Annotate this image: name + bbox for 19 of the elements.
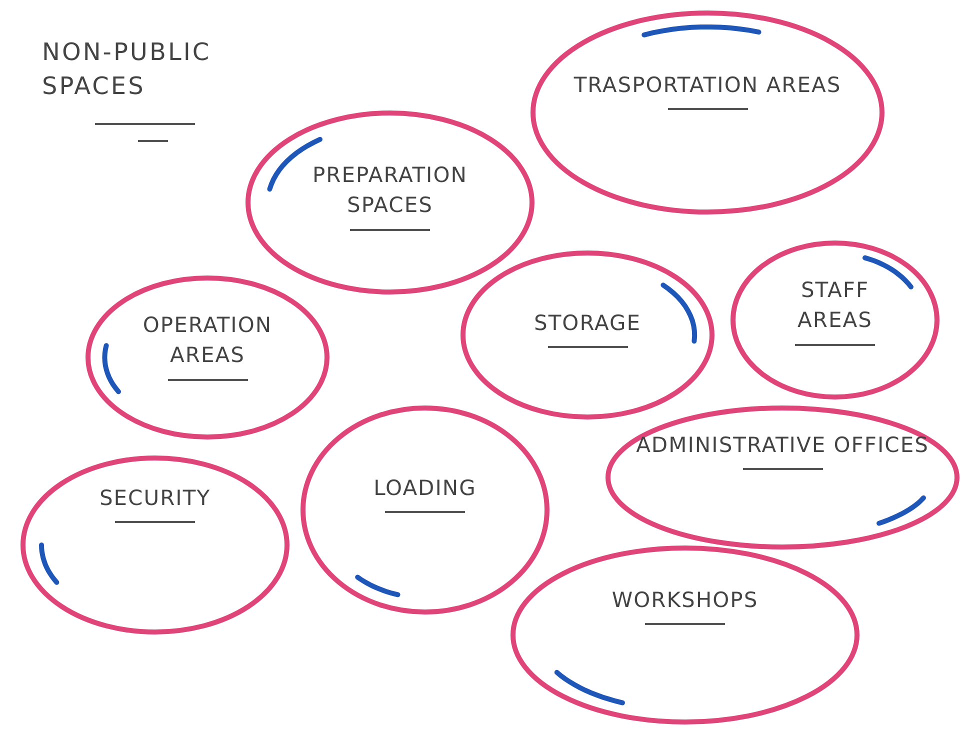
oval-bubble — [460, 250, 715, 420]
bubble-label: ADMINISTRATIVE OFFICES — [636, 432, 929, 459]
bubble-label: OPERATION AREAS — [142, 312, 274, 370]
bubble-label: SECURITY — [99, 485, 211, 512]
oval-bubble — [245, 110, 535, 295]
heading: NON-PUBLIC SPACES — [42, 37, 212, 102]
bubble-label: PREPARATION SPACES — [312, 162, 468, 220]
oval-bubble — [85, 275, 330, 440]
oval-bubble — [605, 405, 960, 550]
bubble-label: LOADING — [374, 475, 476, 502]
oval-bubble — [510, 545, 860, 725]
bubble-label: TRASPORTATION AREAS — [574, 72, 842, 99]
oval-bubble — [530, 10, 885, 215]
oval-bubble — [300, 405, 550, 615]
oval-bubble — [20, 455, 290, 635]
oval-bubble — [730, 240, 940, 400]
bubble-label: WORKSHOPS — [612, 587, 758, 614]
bubble-label: STORAGE — [534, 310, 641, 337]
bubble-label: STAFF AREAS — [796, 277, 874, 334]
